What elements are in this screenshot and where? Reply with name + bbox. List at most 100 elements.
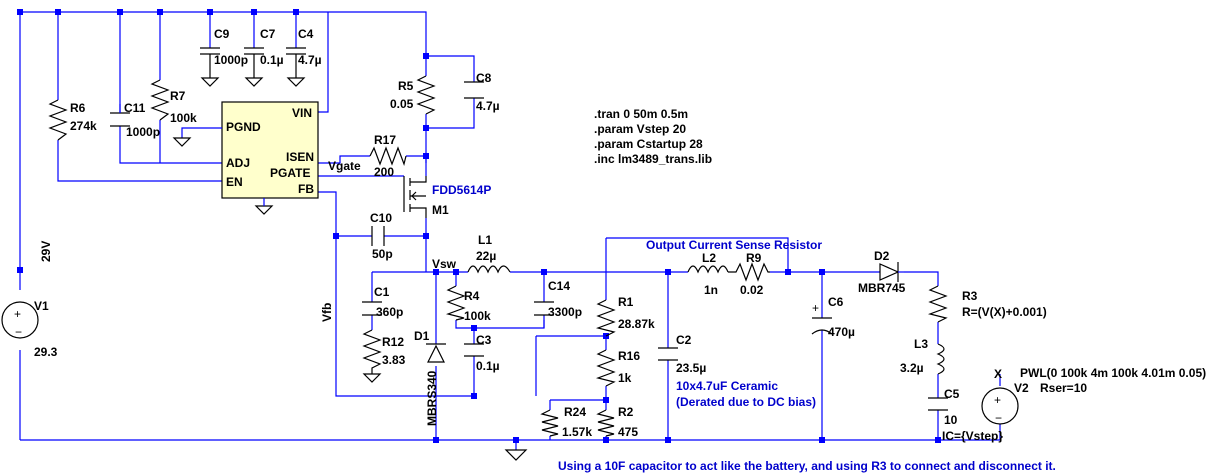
c8-capacitor[interactable]: C8 4.7µ	[464, 71, 500, 113]
l3-value: 3.2µ	[900, 361, 924, 375]
r24-value: 1.57k	[562, 425, 592, 439]
net-x: X	[994, 367, 1002, 381]
r3-ref: R3	[962, 289, 978, 303]
c4-capacitor[interactable]: C4 4.7µ	[286, 27, 322, 87]
d2-value: MBR745	[858, 281, 906, 295]
l3-ref: L3	[914, 337, 928, 351]
r16-resistor[interactable]: R16 1k	[595, 349, 640, 387]
r2-ref: R2	[618, 405, 634, 419]
r7-resistor[interactable]: R7 100k	[150, 79, 197, 125]
r17-value: 200	[374, 165, 394, 179]
c3-capacitor[interactable]: C3 0.1µ	[464, 333, 500, 373]
c1-value: 360p	[376, 305, 403, 319]
sense-note: Output Current Sense Resistor	[646, 238, 822, 252]
l1-value: 22µ	[476, 249, 496, 263]
c14-capacitor[interactable]: C14 3300p	[534, 279, 582, 319]
c11-capacitor[interactable]: C11 1000p	[110, 12, 160, 139]
pin-pgnd: PGND	[226, 120, 261, 134]
directive-0: .tran 0 50m 0.5m	[594, 107, 688, 121]
c2-capacitor[interactable]: C2 23.5µ	[658, 333, 706, 375]
lm3489-ic[interactable]: VIN PGND ISEN ADJ PGATE EN FB	[172, 101, 319, 215]
l1-ref: L1	[478, 233, 492, 247]
pin-vin: VIN	[292, 106, 312, 120]
l1-inductor[interactable]: L1 22µ	[467, 233, 511, 274]
c7-value: 0.1µ	[260, 53, 284, 67]
c2-value: 23.5µ	[676, 361, 706, 375]
r12-resistor[interactable]: R12 3.83	[362, 329, 406, 383]
c10-value: 50p	[372, 247, 393, 261]
c1-ref: C1	[374, 285, 390, 299]
v2-ref: V2	[1014, 381, 1029, 395]
c6-ref: C6	[828, 295, 844, 309]
v2-source[interactable]: + − V2 PWL(0 100k 4m 100k 4.01m 0.05) Rs…	[981, 366, 1206, 425]
d1-ref: D1	[414, 329, 430, 343]
junctions	[17, 9, 941, 443]
d1-value: MBRS340	[425, 370, 439, 426]
r9-ref: R9	[746, 251, 762, 265]
c1-capacitor[interactable]: C1 360p	[362, 285, 403, 319]
c9-ref: C9	[214, 27, 230, 41]
r16-value: 1k	[618, 371, 632, 385]
c10-ref: C10	[370, 211, 392, 225]
net-vsw: Vsw	[432, 257, 457, 271]
wires	[19, 11, 1001, 441]
c6-plus-icon: +	[812, 301, 819, 315]
ceramic-note-1: 10x4.7uF Ceramic	[676, 379, 778, 393]
c9-value: 1000p	[214, 53, 248, 67]
v1-plus-icon: +	[14, 307, 21, 321]
l3-inductor[interactable]: L3 3.2µ	[900, 337, 945, 375]
r7-ref: R7	[170, 89, 186, 103]
directive-2: .param Cstartup 28	[594, 137, 703, 151]
r4-value: 100k	[464, 309, 491, 323]
r6-resistor[interactable]: R6 274k	[48, 99, 97, 141]
c8-ref: C8	[476, 71, 492, 85]
r1-resistor[interactable]: R1 28.87k	[595, 295, 655, 337]
c10-capacitor[interactable]: C10 50p	[370, 211, 393, 261]
l2-inductor[interactable]: L2 1n	[687, 251, 729, 297]
v1-value: 29.3	[34, 345, 58, 359]
d2-diode[interactable]: D2 MBR745	[858, 249, 906, 295]
c9-capacitor[interactable]: C9 1000p	[200, 27, 248, 87]
c14-value: 3300p	[548, 305, 582, 319]
r1-value: 28.87k	[618, 317, 655, 331]
c2-ref: C2	[676, 333, 692, 347]
r24-resistor[interactable]: R24 1.57k	[540, 405, 592, 439]
r12-value: 3.83	[382, 353, 406, 367]
pin-adj: ADJ	[226, 156, 250, 170]
ground-main	[504, 440, 528, 461]
r17-ref: R17	[374, 133, 396, 147]
c11-value: 1000p	[126, 125, 160, 139]
v2-plus-icon: +	[994, 393, 1001, 407]
r2-value: 475	[618, 425, 638, 439]
c5-capacitor[interactable]: C5 10 IC={Vstep}	[928, 387, 1003, 443]
battery-note: Using a 10F capacitor to act like the ba…	[558, 459, 1056, 473]
d1-diode[interactable]: D1 MBRS340	[414, 329, 446, 426]
v1-minus-icon: −	[15, 325, 22, 339]
c11-ref: C11	[124, 101, 146, 115]
c6-capacitor[interactable]: + C6 470µ	[811, 295, 855, 339]
v2-rser: Rser=10	[1040, 381, 1087, 395]
r5-resistor[interactable]: R5 0.05	[390, 75, 436, 115]
c4-value: 4.7µ	[298, 53, 322, 67]
pin-isen: ISEN	[286, 150, 314, 164]
r9-resistor[interactable]: R9 0.02	[728, 251, 770, 297]
r3-resistor[interactable]: R3 R=(V(X)+0.001)	[927, 285, 1047, 323]
r3-value: R=(V(X)+0.001)	[962, 305, 1047, 319]
net-29v: 29V	[39, 241, 53, 262]
v2-minus-icon: −	[995, 411, 1002, 425]
ceramic-note-2: (Derated due to DC bias)	[676, 395, 816, 409]
r17-resistor[interactable]: R17 200	[369, 133, 407, 179]
v2-value: PWL(0 100k 4m 100k 4.01m 0.05)	[1020, 366, 1206, 380]
m1-mosfet[interactable]: FDD5614P M1	[403, 176, 491, 218]
v1-source[interactable]: + − V1 29.3	[1, 299, 58, 359]
pin-pgate: PGATE	[270, 166, 310, 180]
r4-resistor[interactable]: R4 100k	[445, 285, 491, 323]
c7-ref: C7	[260, 27, 276, 41]
c5-ref: C5	[944, 387, 960, 401]
c8-value: 4.7µ	[476, 99, 500, 113]
m1-ref: M1	[432, 203, 449, 217]
c7-capacitor[interactable]: C7 0.1µ	[244, 27, 284, 87]
r2-resistor[interactable]: R2 475	[596, 405, 638, 439]
c6-value: 470µ	[828, 325, 855, 339]
